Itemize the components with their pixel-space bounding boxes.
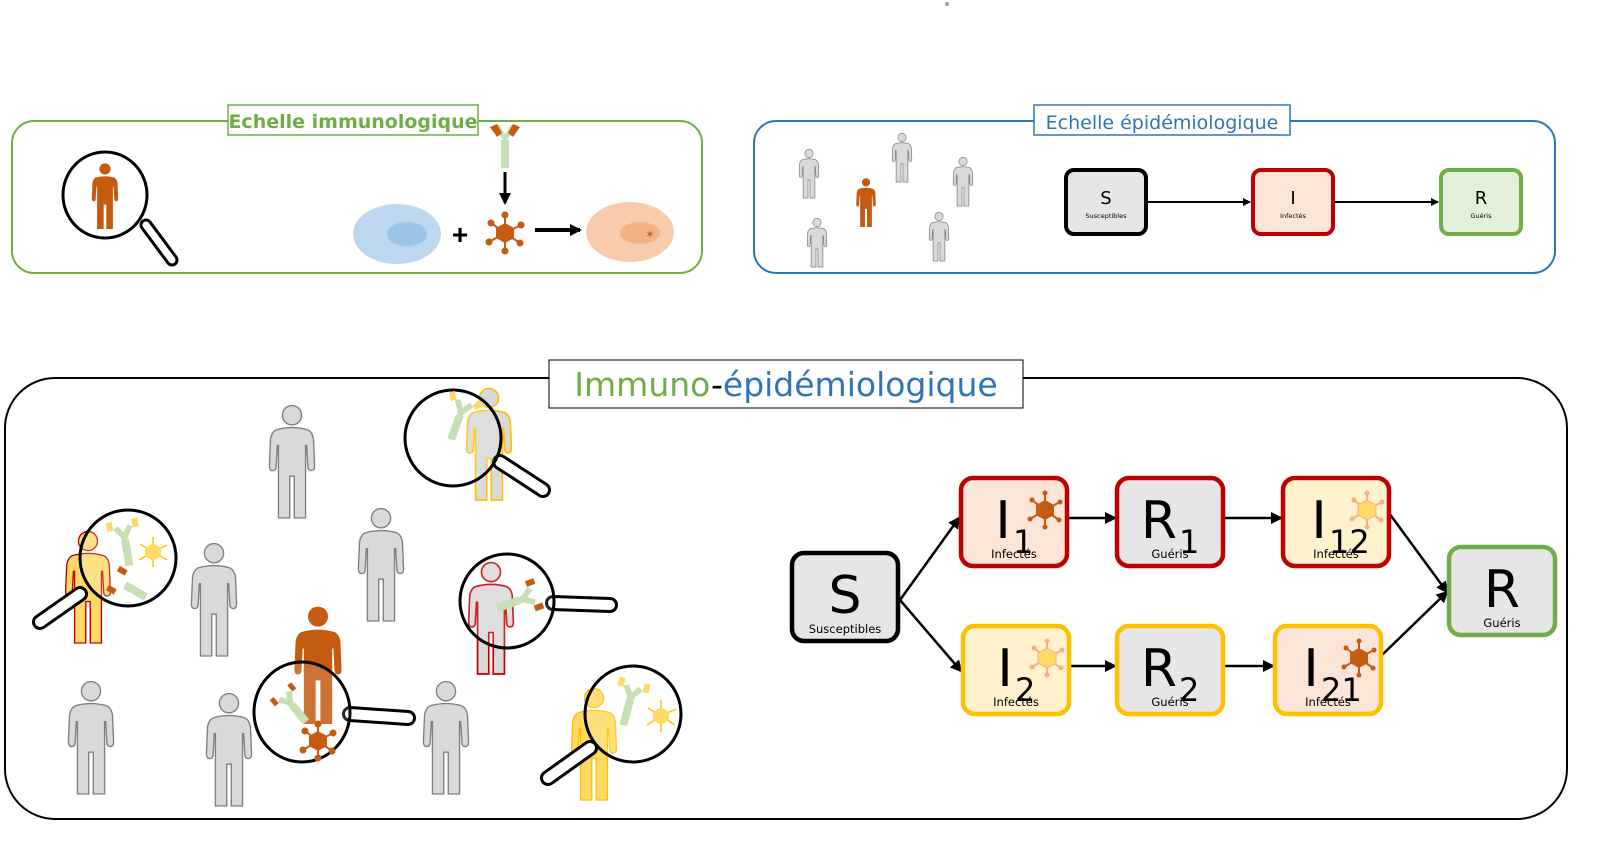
compartment-symbol: R bbox=[1484, 560, 1520, 620]
compartment-S: S Susceptibles bbox=[1064, 168, 1148, 236]
stray-dot bbox=[945, 2, 949, 6]
virus-strain-2-icon bbox=[1029, 638, 1065, 678]
compartment-R: R Guéris bbox=[1439, 168, 1523, 236]
compartment-subscript: 21 bbox=[1321, 671, 1362, 709]
panel-immunological-scale: Echelle immunologique + bbox=[11, 104, 703, 274]
compartment-box bbox=[1251, 168, 1335, 236]
compartment-box bbox=[1446, 544, 1558, 638]
person-icon bbox=[928, 211, 950, 262]
compartment-label: Guéris bbox=[1470, 212, 1492, 220]
title-separator: - bbox=[711, 365, 723, 404]
compartment-box bbox=[1439, 168, 1523, 236]
compartment-box bbox=[1280, 475, 1392, 569]
panel-combined-title: Immuno-épidémiologique bbox=[574, 365, 997, 404]
magnifier-icon bbox=[252, 660, 416, 764]
compartment-label: Susceptibles bbox=[809, 622, 882, 636]
person-icon bbox=[190, 542, 238, 657]
infected-cell-icon: ✶ bbox=[586, 202, 674, 262]
healthy-cell-icon bbox=[353, 204, 441, 264]
compartment-box bbox=[960, 623, 1072, 717]
magnifier-icon bbox=[403, 388, 551, 498]
virus-strain-1-icon bbox=[1027, 490, 1063, 530]
compartment-subscript: 1 bbox=[1013, 523, 1033, 561]
svg-text:✶: ✶ bbox=[645, 229, 654, 241]
compartment-label: Infectés bbox=[991, 547, 1037, 561]
compartment-symbol: S bbox=[1100, 188, 1111, 209]
virus-strain-1-icon bbox=[1341, 638, 1377, 678]
compartment-symbol: R bbox=[1141, 491, 1177, 551]
compartment-label: Susceptibles bbox=[1085, 212, 1127, 220]
person-icon bbox=[357, 507, 405, 622]
compartment-box bbox=[1272, 623, 1384, 717]
compartment-label: Infectés bbox=[993, 695, 1039, 709]
arrow-I12-to-R bbox=[1387, 512, 1449, 594]
virus-strain-2-icon bbox=[1349, 490, 1385, 530]
panel-epi-title: Echelle épidémiologique bbox=[1046, 112, 1279, 134]
compartment-I: I Infectés bbox=[1251, 168, 1335, 236]
person-icon bbox=[891, 132, 913, 183]
compartment-box bbox=[1064, 168, 1148, 236]
arrow-S-to-I1 bbox=[898, 516, 961, 601]
compartment-label: Guéris bbox=[1151, 547, 1188, 561]
compartment-symbol: I bbox=[995, 491, 1010, 551]
magnifier-icon bbox=[61, 150, 179, 267]
person-icon bbox=[268, 404, 316, 519]
arrow-I21-to-R bbox=[1380, 590, 1449, 657]
panel-immuno-title: Echelle immunologique bbox=[228, 111, 477, 133]
panel-immuno-epidemiological: Immuno-épidémiologique bbox=[4, 359, 1568, 820]
compartment-symbol: I bbox=[997, 639, 1012, 699]
compartment-label: Guéris bbox=[1151, 695, 1188, 709]
compartment-box bbox=[789, 550, 901, 644]
compartment-label: Infectés bbox=[1280, 212, 1306, 220]
arrow-S-to-I2 bbox=[899, 599, 963, 673]
panel-immuno-title-box bbox=[227, 104, 479, 136]
compartment-subscript: 12 bbox=[1329, 523, 1370, 561]
person-icon bbox=[67, 680, 115, 795]
compartment-box bbox=[958, 475, 1070, 569]
panel-combined-title-box bbox=[548, 359, 1024, 409]
compartment-symbol: I bbox=[1290, 188, 1295, 209]
person-icon bbox=[952, 156, 974, 207]
person-icon bbox=[422, 680, 470, 795]
compartment-symbol: R bbox=[1475, 188, 1488, 209]
compartment-symbol: I bbox=[1303, 639, 1318, 699]
compartment-box bbox=[1114, 475, 1226, 569]
magnifier-icon bbox=[32, 508, 178, 630]
compartment-subscript: 2 bbox=[1015, 671, 1035, 709]
compartment-subscript: 1 bbox=[1179, 523, 1199, 561]
panel-epidemiological-scale: Echelle épidémiologique S Susceptibles I In… bbox=[753, 104, 1556, 274]
plus-sign: + bbox=[452, 219, 468, 250]
compartment-box bbox=[1114, 623, 1226, 717]
antibody-icon bbox=[490, 124, 520, 168]
magnifier-icon bbox=[540, 664, 683, 786]
magnifier-icon bbox=[458, 552, 618, 650]
person-icon bbox=[798, 148, 820, 199]
population-small bbox=[798, 132, 974, 268]
compartment-symbol: S bbox=[828, 566, 861, 626]
compartment-label: Guéris bbox=[1483, 616, 1520, 630]
title-immuno-part: Immuno bbox=[574, 365, 711, 404]
panel-epi-title-box bbox=[1033, 104, 1291, 136]
person-icon bbox=[205, 692, 253, 807]
compartment-symbol: R bbox=[1141, 639, 1177, 699]
compartment-subscript: 2 bbox=[1179, 671, 1199, 709]
sir-model: S Susceptibles I Infectés R Guéris bbox=[1064, 168, 1523, 236]
virus-strain-1-icon bbox=[485, 211, 525, 255]
compartment-label: Infectés bbox=[1305, 695, 1351, 709]
person-icon bbox=[806, 217, 828, 268]
compartment-label: Infectés bbox=[1313, 547, 1359, 561]
title-epi-part: épidémiologique bbox=[723, 365, 998, 404]
infected-person-icon bbox=[856, 178, 876, 227]
compartment-symbol: I bbox=[1311, 491, 1326, 551]
